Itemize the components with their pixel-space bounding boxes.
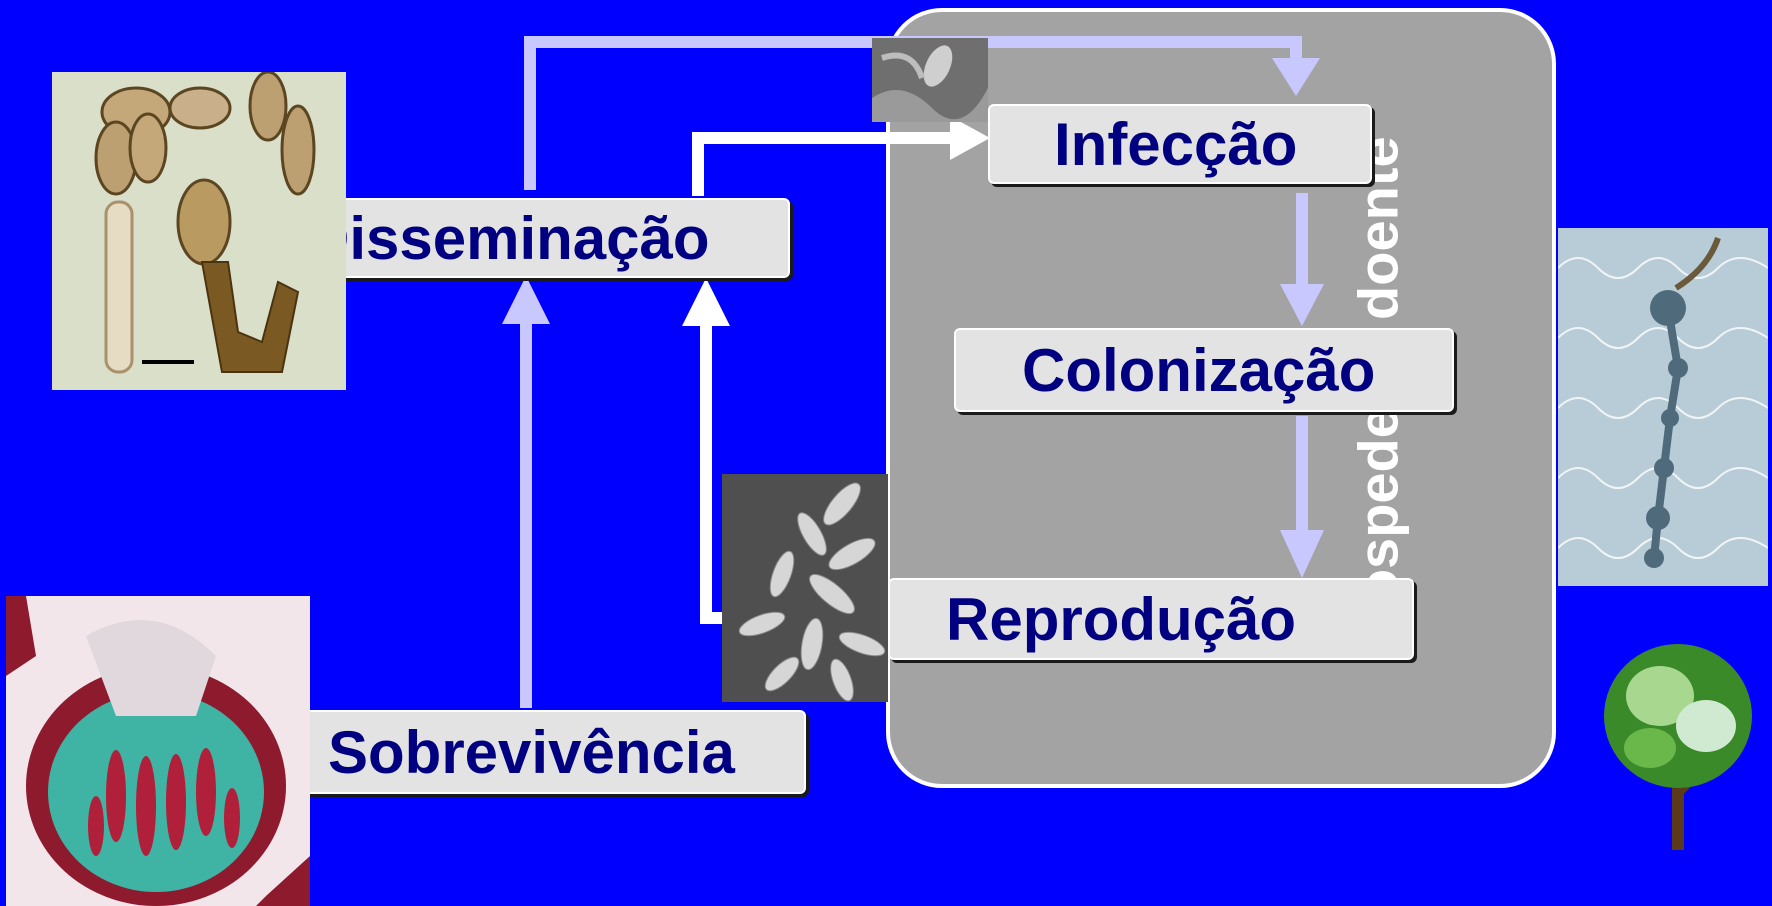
spores-micrograph	[52, 72, 346, 390]
stage-reproducao-label: Reprodução	[946, 585, 1297, 653]
leaf-tissue-micrograph	[1558, 228, 1768, 586]
stage-sobrevivencia-label: Sobrevivência	[328, 718, 735, 786]
arrowhead-dissemination-left	[502, 276, 550, 324]
arrowhead-dissemination-right	[682, 278, 730, 326]
stage-colonizacao: Colonização	[954, 328, 1454, 412]
stage-sobrevivencia: Sobrevivência	[282, 710, 806, 794]
germinating-spore-micrograph	[872, 38, 988, 122]
arrowhead-colonization	[1280, 284, 1324, 326]
stage-colonizacao-label: Colonização	[1022, 336, 1376, 404]
arrowhead-infection-left	[950, 116, 990, 160]
arrowhead-reproduction	[1280, 530, 1324, 578]
stage-infeccao: Infecção	[988, 104, 1372, 184]
tree-icon	[1600, 636, 1760, 850]
stage-reproducao: Reprodução	[888, 578, 1414, 660]
stage-disseminacao-label: Disseminação	[306, 204, 710, 272]
fruiting-body-section	[6, 596, 310, 906]
arrowhead-infection-top	[1272, 58, 1320, 96]
stage-disseminacao: Disseminação	[268, 198, 790, 278]
stage-infeccao-label: Infecção	[1054, 110, 1298, 178]
arrow-dissemination-to-infection-inner	[692, 132, 960, 196]
conidia-sem-micrograph	[722, 474, 888, 702]
